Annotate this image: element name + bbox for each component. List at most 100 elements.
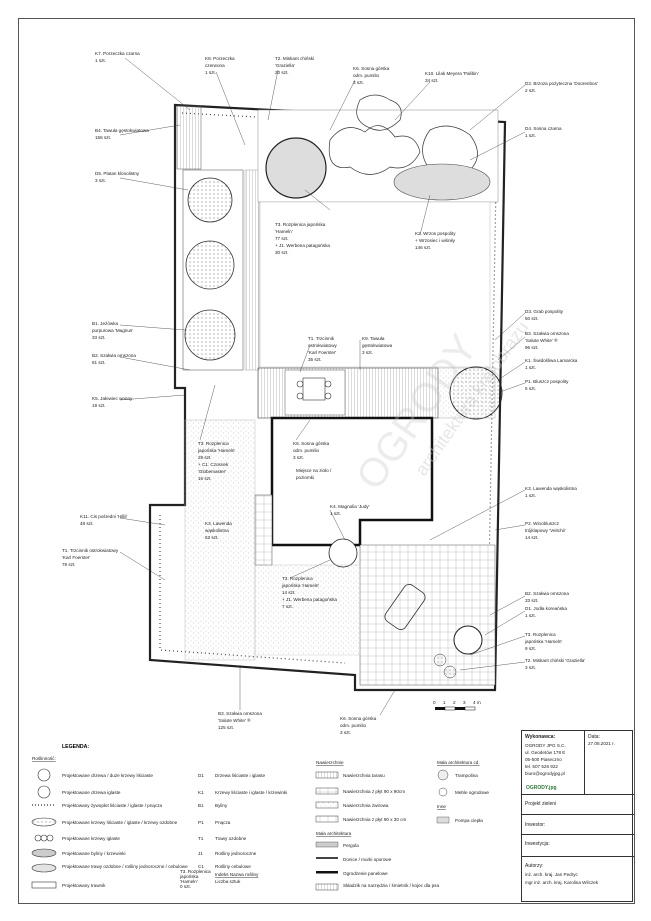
hedge-line-left [159, 515, 346, 664]
gravel-strip-right [437, 367, 496, 419]
contractor-street: ul. Geodetów 178 E [525, 750, 566, 755]
label-t1left-name: T1. Trzcinnik ostrokwiatowy [62, 548, 119, 553]
svg-text:K11. Cis pośredni 'Hillii'48 s: K11. Cis pośredni 'Hillii'48 szt. [80, 514, 127, 526]
legend-index-sample-3: 'Hameln' [180, 879, 198, 884]
label-k4-name: K4. Magnolia 'Judy' [330, 504, 370, 509]
label-b3low-count: 125 szt. [218, 725, 234, 730]
small-shrub-b [443, 665, 457, 679]
date-value: 27.08.2021 r. [588, 741, 615, 746]
scale-1: 1 [443, 700, 446, 705]
label-b3r-name: B3. Szałwia omszona [525, 331, 569, 336]
label-t2r-count: 3 szt. [525, 665, 536, 670]
legend-other-1: Pompa ciepła [455, 818, 483, 823]
label-p1-name: P1. Bluszcz pospolity [525, 379, 569, 384]
label-b3low-sub: 'Salute White' ® [218, 717, 251, 723]
investor-label: Inwestor: [525, 822, 546, 828]
legend-plants-title: Roślinność: [32, 756, 56, 761]
label-b2l-name: B2. Szałwia omszona [92, 353, 136, 358]
legend-item-3: Projektowany żywopłot liściaste / iglast… [62, 803, 163, 808]
investment-label: Inwestycja: [525, 841, 550, 847]
scale-2: 2 [453, 700, 456, 705]
pergola [176, 105, 202, 170]
separator-1 [522, 814, 634, 815]
label-pos-line1: Miejsce na zioło / [296, 468, 332, 473]
legend-item-4: Projektowane krzewy liściaste / iglaste … [62, 820, 178, 825]
legend-code-c1-desc: Rośliny cebulowe [215, 864, 251, 869]
legend-code-j1-desc: Rośliny jednoroczne [215, 851, 257, 856]
label-b3r-sub: 'Salute White' ® [525, 337, 558, 343]
svg-text:K2. Wrzos pospolity+ Wrzosiec: K2. Wrzos pospolity+ Wrzosiec i wiśniły1… [415, 231, 456, 250]
label-t3low-sub: japońska 'Hameln' [281, 583, 319, 588]
label-k3-name: K3. Lawenda wąskolistna [525, 486, 577, 491]
label-d2-count: 2 szt. [525, 88, 536, 93]
svg-text:B3. Szałwia omszona'Salute Whi: B3. Szałwia omszona'Salute White' ®96 sz… [525, 331, 569, 350]
date-box: Data: 27.08.2021 r. [585, 731, 634, 795]
legend-title: LEGENDA: [62, 744, 89, 750]
scale-4: 4 m [473, 700, 481, 705]
svg-text:Projektowane trawy ozdobne / r: Projektowane trawy ozdobne / rośliny jed… [62, 864, 188, 869]
scale-3: 3 [463, 700, 466, 705]
lawn [259, 201, 491, 368]
gravel-strip-front [254, 564, 361, 656]
label-b4-name: B4. Tawuła gęstokwiatowa [95, 128, 149, 133]
label-k8-name: K8. Porzeczka [205, 56, 235, 61]
svg-text:B3. Szałwia omszona'Salute Whi: B3. Szałwia omszona'Salute White' ®125 s… [218, 711, 262, 730]
label-k4-count: 1 szt. [330, 511, 341, 516]
svg-text:K10. Lilak Meyera 'Palibin'34: K10. Lilak Meyera 'Palibin'34 szt. [425, 71, 479, 83]
label-t1left-cult: 'Karl Foerster' [62, 555, 90, 560]
svg-text:Miejsce na zioło /poziomki: Miejsce na zioło /poziomki [296, 468, 332, 480]
label-b4-count: 156 szt. [95, 135, 111, 140]
legend-arch-4: Składzik na narzędzia / śmietnik / kojec… [343, 883, 439, 888]
legend-item-8: Projektowany trawnik [62, 883, 106, 888]
authors-label: Autorzy: [525, 863, 544, 869]
label-k3mid-count: 63 szt. [205, 535, 219, 540]
label-t2top-count: 20 szt. [275, 70, 289, 75]
label-d5-count: 3 szt. [95, 178, 106, 183]
legend-surface-2: Nawierzchnia z płyt 90 x 90cm [343, 789, 405, 794]
garden-furniture [296, 377, 332, 401]
label-t1mid-count: 35 szt. [308, 357, 322, 362]
leader-lines [119, 57, 526, 716]
legend-surfaces: Nawierzchnie Nawierzchnia tarasu Nawierz… [315, 760, 439, 891]
magnolia-tree [328, 538, 358, 568]
label-d4-count: 1 szt. [525, 133, 536, 138]
contractor-city: 05-500 Piaseczno [525, 757, 562, 762]
legend-code-j1: J1 [198, 851, 203, 856]
legend-code-d1: D1 [198, 773, 204, 778]
label-t3mid-extra-count: 16 szt. [198, 476, 212, 481]
legend-codes: D1 Drzewa liściaste i iglaste K1 Krzewy … [179, 773, 287, 889]
label-k2-sub: + Wrzosiec i wiśniły [415, 238, 456, 243]
label-k9-sub: gęstokwiatowa [362, 343, 393, 348]
contractor-label: Wykonawca: [525, 734, 556, 740]
scale-bar: 0 1 2 3 4 m [433, 700, 481, 711]
label-t3low-count: 14 szt. [282, 590, 296, 595]
separator-3 [522, 856, 634, 857]
separator-2 [522, 834, 634, 835]
label-k6top-name: K6. Sosna górska [353, 66, 390, 71]
legend-other-title: Inne [437, 804, 446, 809]
label-t3r-sub: japońska 'Hameln' [524, 639, 562, 644]
sheet-border [18, 18, 635, 904]
label-p2-name: P2. Winobluszcz [525, 521, 560, 526]
label-k8-sub: czerwona [205, 63, 225, 68]
date-label: Data: [588, 734, 600, 740]
label-t3mid-name: T3. Rozplenica [198, 441, 229, 446]
legend-index-sample-4: 0 szt. [180, 884, 191, 889]
label-k7-count: 1 szt. [95, 58, 106, 63]
label-k11-name: K11. Cis pośredni 'Hillii' [80, 514, 127, 519]
legend-swatches [31, 768, 57, 889]
label-k6low-sub: odm. pumilio [340, 723, 366, 728]
contractor-email[interactable]: biuro@ogrodyjpg.pl [525, 771, 565, 776]
legend-code-t1: T1 [198, 836, 204, 841]
